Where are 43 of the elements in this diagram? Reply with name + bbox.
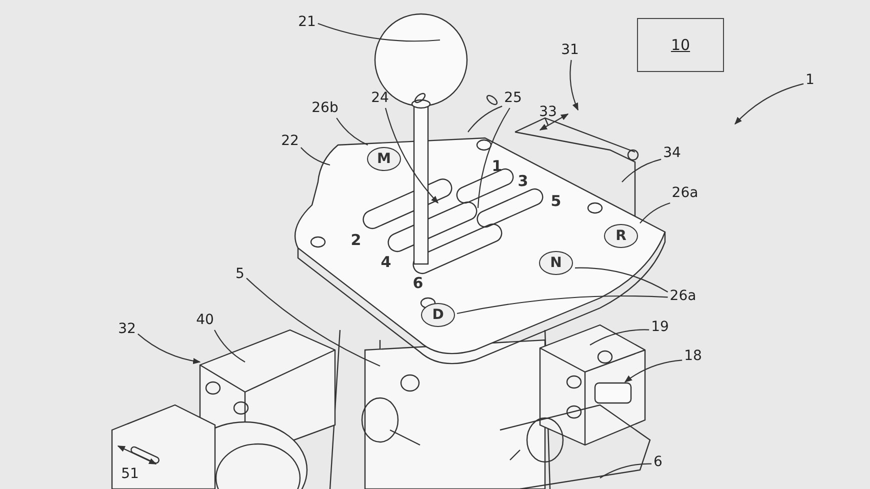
gear-number: 2	[350, 232, 362, 248]
callout-number: 19	[651, 319, 669, 335]
gear-number: 1	[492, 158, 502, 174]
callout-number: 32	[118, 321, 136, 337]
leader-line	[477, 108, 510, 208]
callout-number: 31	[561, 42, 579, 58]
leader-line	[300, 147, 330, 166]
leader-line	[468, 106, 502, 132]
callout-number: 22	[281, 133, 299, 149]
arrow	[138, 333, 201, 364]
leader-line	[214, 330, 246, 362]
leader-line	[590, 329, 650, 346]
callout-number: 26b	[312, 100, 338, 116]
callout-number: 6	[654, 454, 662, 470]
leader-line	[318, 22, 440, 42]
callout-number: 26a	[672, 185, 698, 201]
arrow	[734, 83, 804, 125]
leader-line	[622, 158, 662, 182]
gear-number: 6	[412, 275, 424, 291]
arrow	[570, 60, 578, 111]
reference-box: 10	[637, 18, 724, 72]
callout-number: 18	[684, 348, 702, 364]
callout-number: 51	[121, 466, 139, 482]
leader-line	[575, 267, 668, 292]
leader-line	[456, 296, 668, 314]
leader-line	[640, 202, 670, 224]
callout-number: 24	[371, 90, 389, 106]
arrow	[624, 360, 682, 382]
arrow	[384, 108, 439, 204]
gear-number: 4	[380, 254, 392, 270]
callout-number: 33	[539, 104, 557, 120]
callout-number: 34	[663, 145, 681, 161]
callout-number: 40	[196, 312, 214, 328]
leader-line	[336, 118, 368, 146]
leader-line	[246, 278, 380, 366]
gear-number: 3	[518, 173, 528, 189]
gear-number: 5	[550, 193, 562, 209]
callout-number: 25	[504, 90, 522, 106]
callout-number: 5	[236, 266, 244, 282]
leader-line	[600, 463, 652, 478]
callout-number: 26a	[670, 288, 696, 304]
callout-number: 21	[298, 14, 316, 30]
callout-number: 1	[806, 72, 814, 88]
